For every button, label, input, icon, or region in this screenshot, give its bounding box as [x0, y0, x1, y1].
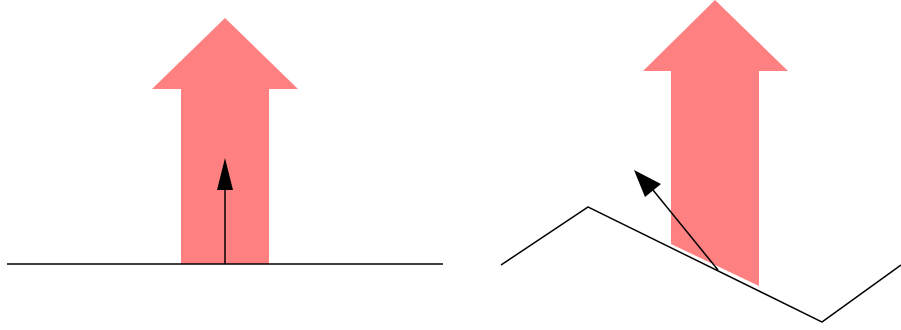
- normal-vector-right: [652, 189, 719, 271]
- light-arrow-left: [152, 18, 298, 264]
- sloped-surface-panel: [500, 0, 901, 323]
- light-arrow-right: [643, 0, 788, 286]
- normal-vector-right-head: [634, 170, 661, 197]
- flat-surface-panel: [7, 18, 443, 265]
- zigzag-surface-line: [500, 206, 901, 323]
- normal-vector-left-head: [217, 158, 233, 190]
